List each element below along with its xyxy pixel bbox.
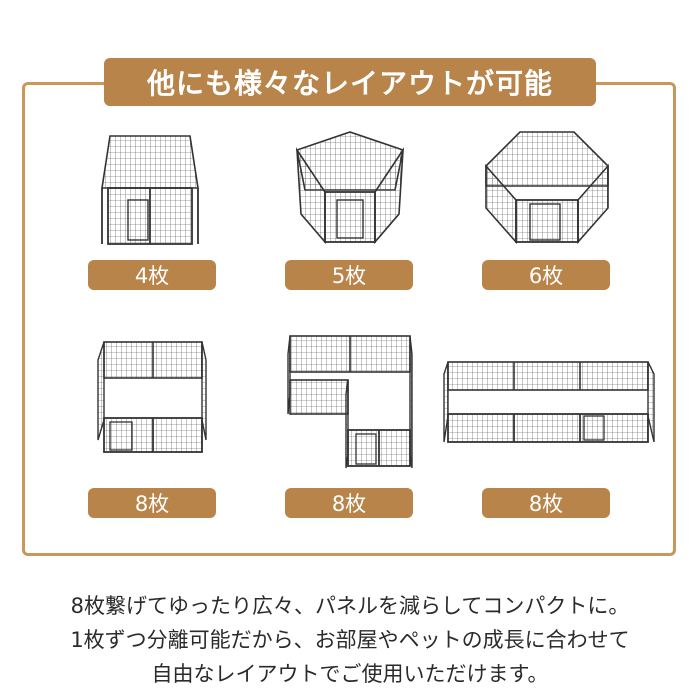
count-label-8-l-shape: 8枚 bbox=[285, 488, 413, 518]
count-label-8-square: 8枚 bbox=[88, 488, 216, 518]
description-line-1: 8枚繋げてゆったり広々、パネルを減らしてコンパクトに。 bbox=[70, 594, 630, 618]
count-label-5: 5枚 bbox=[285, 260, 413, 290]
count-label-8-rectangle: 8枚 bbox=[482, 488, 610, 518]
description-line-3: 自由なレイアウトでご使用いただけます。 bbox=[151, 662, 549, 686]
4-panel-pen-icon bbox=[101, 135, 199, 245]
8-panel-square-pen-icon bbox=[97, 341, 207, 453]
8-panel-rectangle-pen-icon bbox=[443, 361, 655, 443]
5-panel-pen-icon bbox=[296, 131, 404, 245]
6-panel-pen-icon bbox=[485, 131, 609, 245]
count-label-4: 4枚 bbox=[88, 260, 216, 290]
section-title: 他にも様々なレイアウトが可能 bbox=[104, 58, 596, 106]
description-line-2: 1枚ずつ分離可能だから、お部屋やペットの成長に合わせて bbox=[70, 628, 630, 652]
8-panel-l-shape-pen-icon bbox=[287, 335, 413, 469]
count-label-6: 6枚 bbox=[482, 260, 610, 290]
